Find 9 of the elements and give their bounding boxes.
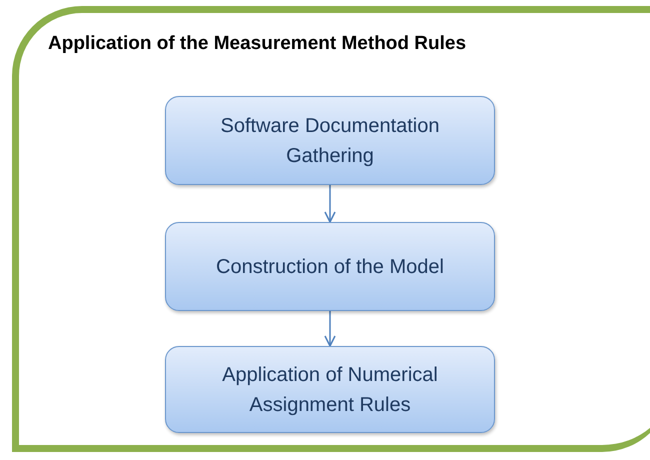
process-box xyxy=(165,96,495,185)
arrow xyxy=(324,311,336,347)
process-box xyxy=(165,346,495,433)
box-label: Application of Numerical Assignment Rules xyxy=(221,362,439,418)
diagram-title: Application of the Measurement Method Rules xyxy=(48,33,466,55)
arrow xyxy=(324,185,336,223)
box-label: Construction of the Model xyxy=(215,254,445,280)
box-label: Software Documentation Gathering xyxy=(219,114,440,168)
process-box xyxy=(165,222,495,311)
